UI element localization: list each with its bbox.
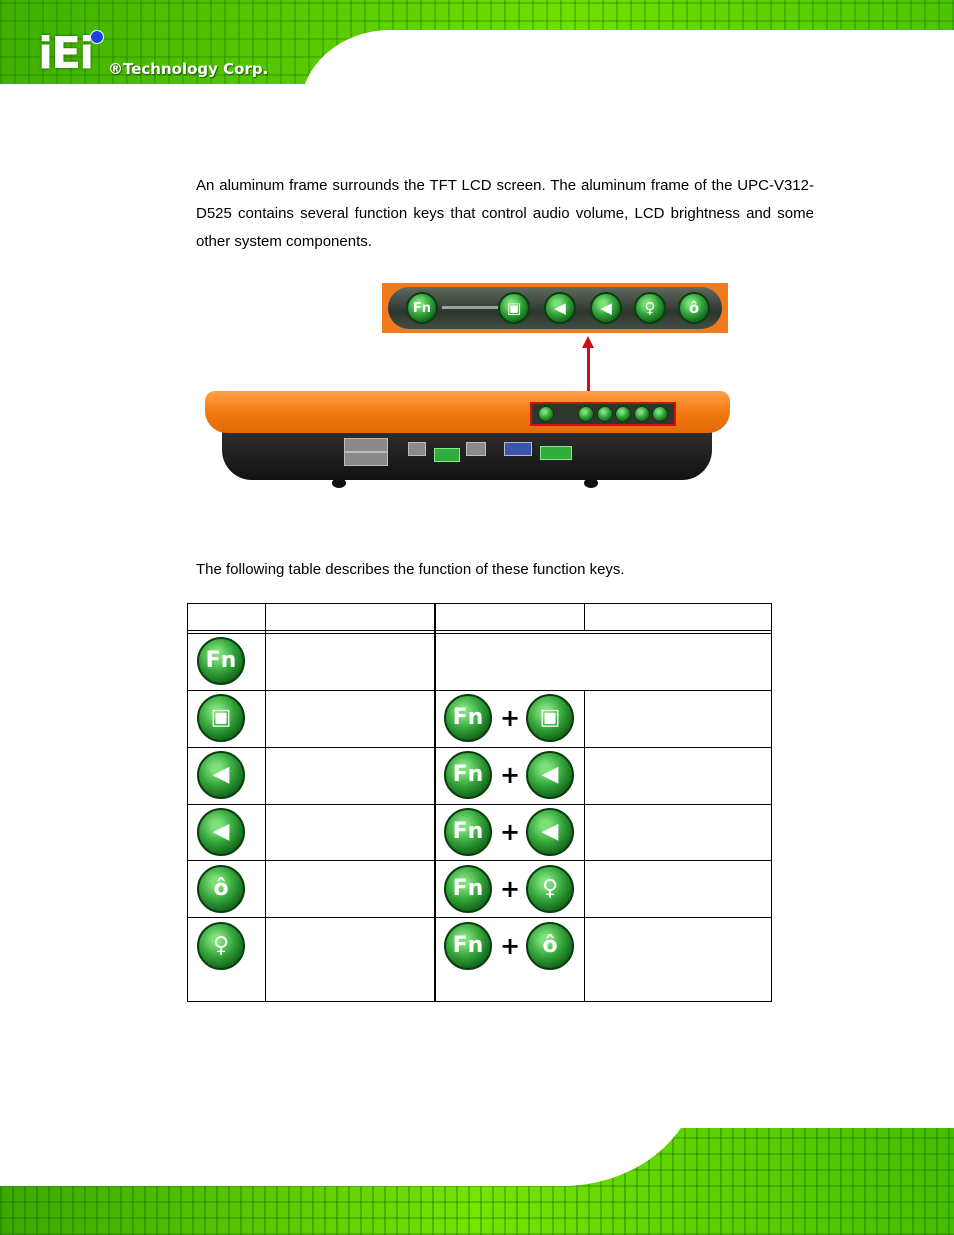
usb-ports bbox=[344, 438, 388, 452]
logo-dot bbox=[90, 30, 104, 44]
footer-white-curve bbox=[0, 1128, 700, 1186]
logo-mark: iEi bbox=[38, 28, 94, 79]
fn-key-icon: Fn bbox=[444, 922, 492, 970]
col-sep-3 bbox=[584, 690, 585, 1002]
key-strip-divider bbox=[442, 306, 528, 309]
usb-ports-lower bbox=[344, 452, 388, 466]
display-toggle-icon: ▣ bbox=[197, 694, 245, 742]
col-sep-3-header bbox=[584, 603, 585, 631]
brightness-up-icon: ô bbox=[678, 292, 710, 324]
device-key-2 bbox=[578, 406, 594, 422]
table-right-border bbox=[771, 603, 772, 1002]
page-footer bbox=[0, 1128, 954, 1235]
vga-port bbox=[504, 442, 532, 456]
row-sep-2 bbox=[187, 747, 772, 748]
device-key-5 bbox=[634, 406, 650, 422]
iei-logo: iEi ®Technology Corp. bbox=[38, 28, 268, 79]
volume-down-icon: ◀ bbox=[197, 751, 245, 799]
fn-key-icon: Fn bbox=[444, 694, 492, 742]
table-left-border bbox=[187, 603, 188, 1002]
display-toggle-icon: ▣ bbox=[498, 292, 530, 324]
terminal-block-2 bbox=[540, 446, 572, 460]
col-sep-2 bbox=[434, 603, 436, 1002]
table-bottom-border bbox=[187, 1001, 772, 1002]
table-header-double bbox=[187, 633, 772, 634]
device-foot-left bbox=[332, 478, 346, 488]
volume-down-icon: ◀ bbox=[526, 751, 574, 799]
plus-sign: + bbox=[500, 932, 521, 960]
display-toggle-icon: ▣ bbox=[526, 694, 574, 742]
brightness-up-icon: ô bbox=[197, 865, 245, 913]
brightness-up-icon: ô bbox=[526, 922, 574, 970]
lan-port-1 bbox=[408, 442, 426, 456]
row-sep-1 bbox=[187, 690, 772, 691]
volume-down-icon: ◀ bbox=[544, 292, 576, 324]
page-header: iEi ®Technology Corp. bbox=[0, 0, 954, 112]
table-top-border bbox=[187, 603, 772, 604]
row-sep-4 bbox=[187, 860, 772, 861]
logo-text: ®Technology Corp. bbox=[108, 60, 269, 78]
device-key-4 bbox=[615, 406, 631, 422]
plus-sign: + bbox=[500, 875, 521, 903]
fn-key-closeup: Fn bbox=[406, 292, 438, 324]
table-header-bottom bbox=[187, 630, 772, 631]
brightness-down-icon: ♀ bbox=[197, 922, 245, 970]
brightness-down-icon: ♀ bbox=[634, 292, 666, 324]
row-sep-5 bbox=[187, 917, 772, 918]
fn-key-icon: Fn bbox=[444, 751, 492, 799]
brightness-down-icon: ♀ bbox=[526, 865, 574, 913]
intro-paragraph: An aluminum frame surrounds the TFT LCD … bbox=[196, 177, 814, 250]
volume-up-icon: ◀ bbox=[590, 292, 622, 324]
lan-port-2 bbox=[466, 442, 486, 456]
plus-sign: + bbox=[500, 818, 521, 846]
volume-up-icon: ◀ bbox=[526, 808, 574, 856]
header-white-band bbox=[0, 84, 330, 98]
callout-arrow-line bbox=[587, 345, 590, 401]
device-key-6 bbox=[652, 406, 668, 422]
fn-key-icon: Fn bbox=[197, 637, 245, 685]
header-bottom-band bbox=[0, 96, 954, 112]
fn-key-icon: Fn bbox=[444, 808, 492, 856]
device-fn-key bbox=[538, 406, 554, 422]
device-foot-right bbox=[584, 478, 598, 488]
col-sep-1 bbox=[265, 603, 266, 1002]
callout-arrow-head bbox=[582, 336, 594, 348]
plus-sign: + bbox=[500, 761, 521, 789]
fn-key-icon: Fn bbox=[444, 865, 492, 913]
device-key-3 bbox=[597, 406, 613, 422]
table-intro-paragraph: The following table describes the functi… bbox=[196, 561, 625, 578]
terminal-block-1 bbox=[434, 448, 460, 462]
volume-up-icon: ◀ bbox=[197, 808, 245, 856]
row-sep-3 bbox=[187, 804, 772, 805]
plus-sign: + bbox=[500, 704, 521, 732]
